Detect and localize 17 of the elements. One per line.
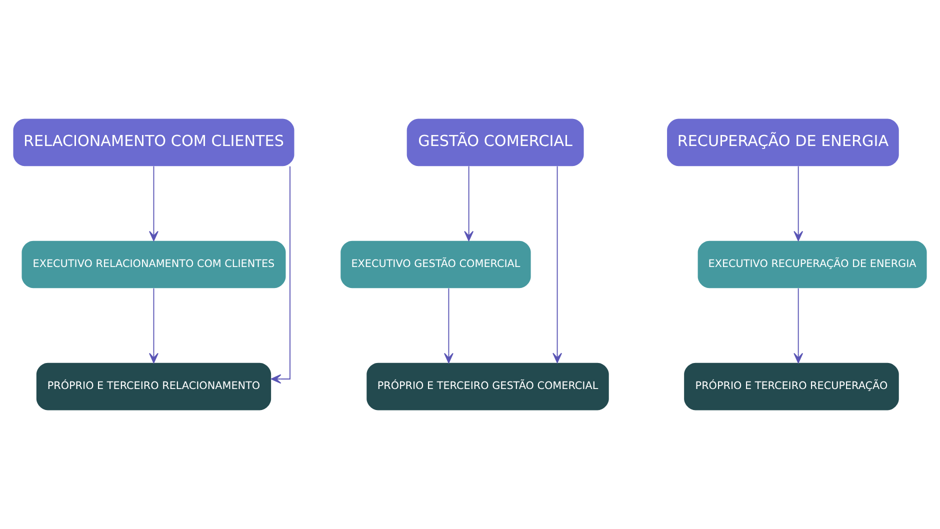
node-box: RELACIONAMENTO COM CLIENTES (13, 118, 294, 166)
arrow (444, 288, 454, 364)
node-box: PRÓPRIO E TERCEIRO RECUPERAÇÃO (684, 362, 899, 410)
arrow (794, 166, 804, 242)
arrow (464, 166, 474, 242)
node-box: EXECUTIVO RELACIONAMENTO COM CLIENTES (22, 240, 286, 288)
node-box: PRÓPRIO E TERCEIRO RELACIONAMENTO (36, 362, 272, 410)
node-box: PRÓPRIO E TERCEIRO GESTÃO COMERCIAL (366, 362, 609, 410)
arrow (149, 288, 158, 364)
arrow (270, 166, 290, 384)
node-box: EXECUTIVO GESTÃO COMERCIAL (340, 240, 531, 288)
arrow (552, 166, 562, 364)
node-box: RECUPERAÇÃO DE ENERGIA (667, 118, 899, 166)
arrow (794, 288, 804, 364)
arrow (149, 166, 158, 242)
node-box: EXECUTIVO RECUPERAÇÃO DE ENERGIA (698, 240, 927, 288)
node-box: GESTÃO COMERCIAL (406, 118, 584, 166)
